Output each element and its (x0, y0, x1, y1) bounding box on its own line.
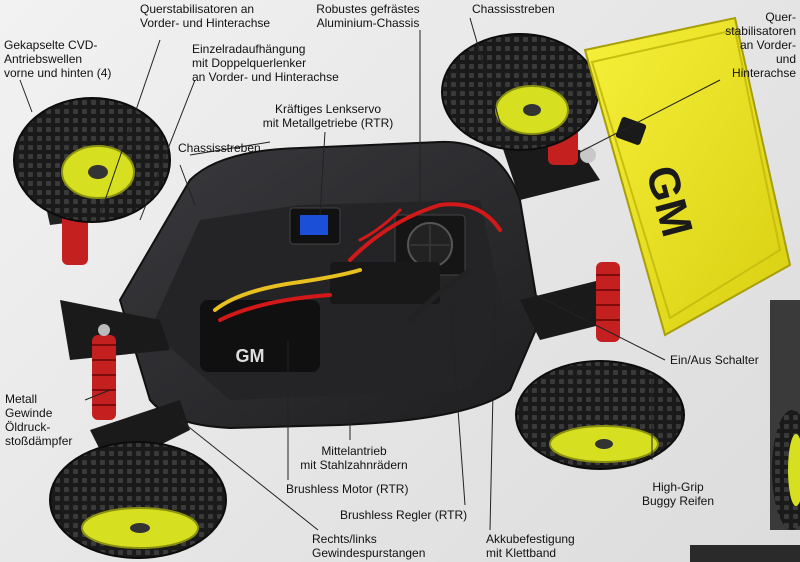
wheel-rear-right (515, 360, 685, 470)
wheel-rear-left (49, 441, 227, 559)
label-cvd-antriebswellen: Gekapselte CVD- Antriebswellen vorne und… (4, 38, 112, 80)
label-brushless-regler: Brushless Regler (RTR) (340, 508, 468, 522)
label-chassisstreben-left: Chassisstreben (178, 141, 261, 155)
label-aluminium-chassis: Robustes gefrästes Aluminium-Chassis (316, 2, 420, 30)
label-querstabilisatoren-top: Querstabilisatoren an Vorder- und Hinter… (140, 2, 271, 30)
label-brushless-motor: Brushless Motor (RTR) (286, 482, 409, 496)
rear-wing: GM (583, 16, 792, 337)
leader-lines (19, 17, 721, 531)
label-gewindespurstangen: Rechts/links Gewindespurstangen (312, 532, 426, 560)
background-car (690, 300, 800, 562)
wires (213, 202, 502, 323)
label-chassisstreben-top: Chassisstreben (472, 2, 555, 16)
label-ein-aus-schalter: Ein/Aus Schalter (670, 353, 759, 367)
label-querstabilisatoren-right: Quer- stabilisatoren an Vorder- und Hint… (725, 10, 796, 80)
svg-text:GM: GM (236, 346, 265, 366)
wheel-front-right (441, 33, 599, 151)
label-mittelantrieb: Mittelantrieb mit Stahlzahnrädern (300, 444, 408, 472)
label-high-grip-reifen: High-Grip Buggy Reifen (641, 480, 715, 508)
label-einzelradaufhaengung: Einzelradaufhängung mit Doppelquerlenker… (192, 42, 339, 84)
label-akkubefestigung: Akkubefestigung mit Klettband (486, 532, 575, 560)
wheel-front-left (13, 97, 171, 223)
label-lenkservo: Kräftiges Lenkservo mit Metallgetriebe (… (262, 102, 394, 130)
motor-logo: GM (236, 346, 265, 366)
label-metall-stossdaempfer: Metall Gewinde Öldruck- stoßdämpfer (5, 392, 73, 448)
